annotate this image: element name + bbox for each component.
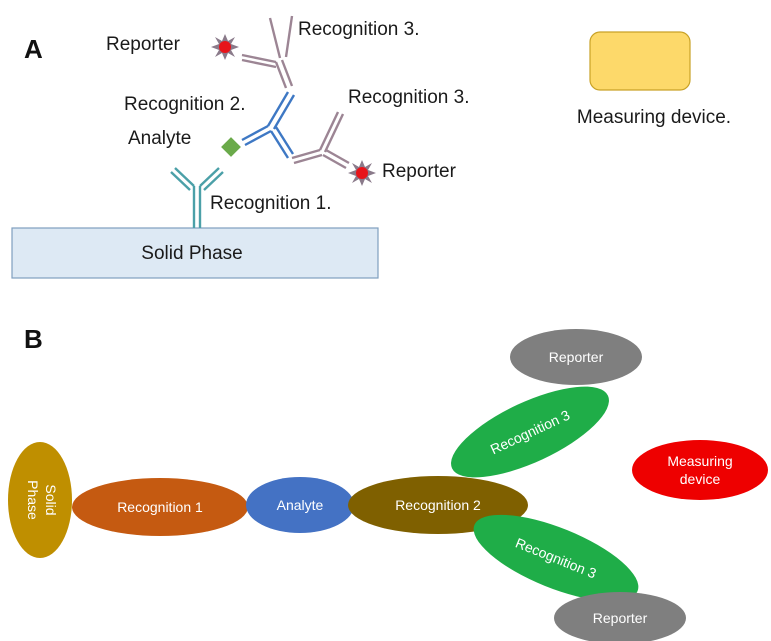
measuring-device-text-1: Measuring [667, 453, 732, 469]
recognition-3-upper-antibody [241, 15, 294, 89]
recognition-2-text: Recognition 2 [395, 497, 481, 513]
measuring-device-block [589, 31, 691, 91]
solid-phase-block: Solid Phase [11, 227, 379, 279]
recognition-2-label: Recognition 2. [124, 94, 245, 115]
analyte-text: Analyte [277, 497, 324, 513]
recognition-1-label: Recognition 1. [210, 193, 331, 214]
reporter-top-icon [211, 34, 239, 60]
recognition-1-antibody [170, 167, 224, 228]
reporter-lower-ellipse: Reporter [554, 592, 686, 641]
recognition-3-right-antibody [291, 111, 350, 170]
recognition-3-top-label: Recognition 3. [298, 19, 419, 40]
recognition-3-lower-ellipse: Recognition 3 [473, 514, 639, 602]
measuring-device-text-2: device [680, 471, 721, 487]
solid-phase-text-2: Phase [25, 480, 41, 520]
reporter-upper-ellipse: Reporter [510, 329, 642, 385]
reporter-right-label: Reporter [382, 161, 457, 182]
measuring-device-ellipse: Measuring device [632, 440, 768, 500]
reporter-top-label: Reporter [106, 34, 181, 55]
recognition-1-ellipse: Recognition 1 [72, 478, 248, 536]
panel-a-label: A [24, 34, 43, 64]
solid-phase-ellipse: Solid Phase [8, 442, 72, 558]
reporter-right-icon [348, 160, 376, 186]
analyte-label: Analyte [128, 128, 191, 149]
panel-b-label: B [24, 324, 43, 354]
solid-phase-label: Solid Phase [141, 243, 242, 264]
reporter-upper-text: Reporter [549, 349, 604, 365]
recognition-2-antibody [241, 91, 296, 159]
recognition-1-text: Recognition 1 [117, 499, 203, 515]
measuring-device-label: Measuring device. [577, 107, 731, 128]
solid-phase-text-1: Solid [43, 484, 59, 515]
analyte-ellipse: Analyte [246, 477, 354, 533]
recognition-3-right-label: Recognition 3. [348, 87, 469, 108]
reporter-lower-text: Reporter [593, 610, 648, 626]
analyte-shape [221, 137, 241, 157]
recognition-3-upper-ellipse: Recognition 3 [451, 386, 609, 478]
